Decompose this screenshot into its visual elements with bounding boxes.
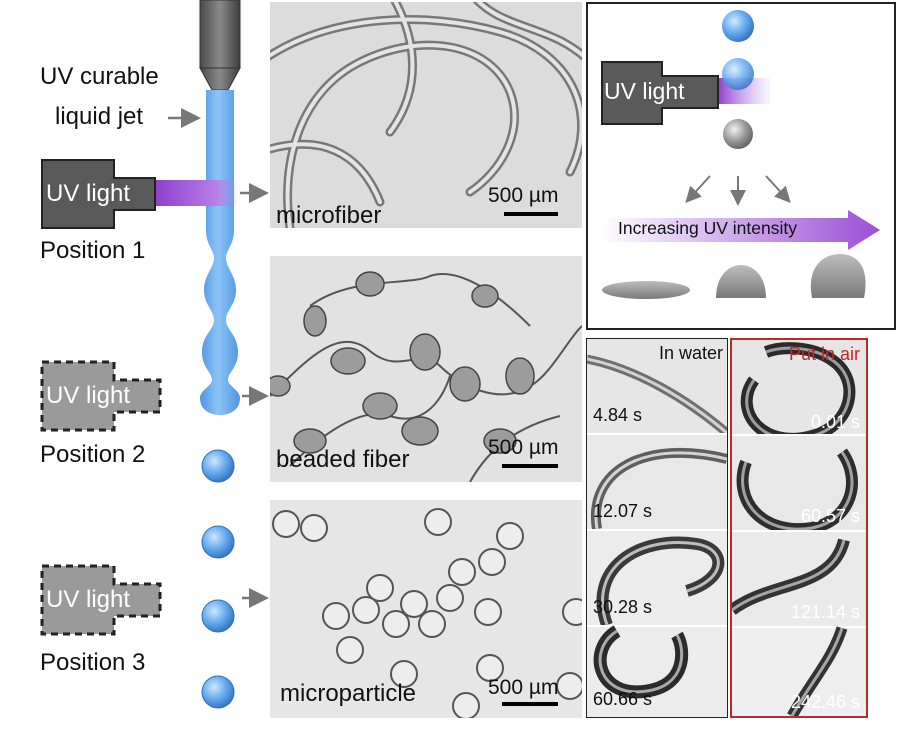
uv-beam	[155, 180, 237, 206]
microparticle-panel: microparticle 500 µm	[270, 500, 582, 718]
liquid-jet	[200, 90, 240, 415]
air-time-4: 242.46 s	[791, 692, 860, 713]
in-water-title: In water	[659, 343, 723, 364]
shape-sphere	[811, 254, 866, 298]
inset-arrow-left	[688, 176, 710, 200]
inset-arrow-right	[766, 176, 788, 200]
beaded-fiber-caption: beaded fiber	[276, 446, 409, 474]
scale-bar-microfiber	[504, 212, 558, 216]
inset-droplet-irradiated	[722, 58, 754, 90]
scale-bar-beaded	[502, 464, 558, 468]
nozzle	[200, 0, 240, 68]
jet-label-line2: liquid jet	[55, 104, 143, 130]
position-3-label: Position 3	[40, 650, 145, 676]
air-time-2: 60.57 s	[801, 506, 860, 527]
position-2-label: Position 2	[40, 442, 145, 468]
air-time-3: 121.14 s	[791, 602, 860, 623]
uv-light-label-2: UV light	[46, 382, 130, 410]
in-air-frames	[732, 340, 866, 716]
increasing-intensity-label: Increasing UV intensity	[618, 218, 797, 239]
water-time-4: 60.66 s	[593, 689, 652, 710]
inset-droplet-top	[722, 10, 754, 42]
scale-bar-particle	[502, 702, 558, 706]
scale-label-microfiber: 500 µm	[488, 184, 558, 208]
droplet	[202, 450, 234, 482]
put-in-air-timelapse: Put in air 0.01 s 60.57 s 121.14 s 242.4…	[730, 338, 868, 718]
microparticle-caption: microparticle	[280, 680, 416, 708]
uv-light-label-3: UV light	[46, 586, 130, 614]
microfiber-panel: microfiber 500 µm	[270, 2, 582, 228]
beaded-fiber-panel: beaded fiber 500 µm	[270, 256, 582, 482]
put-in-air-title: Put in air	[789, 344, 860, 365]
uv-intensity-inset: UV light Increasing UV intensity	[586, 2, 896, 330]
droplet	[202, 600, 234, 632]
position-1-label: Position 1	[40, 238, 145, 264]
air-time-1: 0.01 s	[811, 412, 860, 433]
inset-uv-light-label: UV light	[604, 78, 685, 105]
scale-label-beaded: 500 µm	[488, 436, 558, 460]
in-water-frames	[587, 339, 727, 717]
inset-drawing	[588, 4, 894, 328]
droplet	[202, 676, 234, 708]
shape-flat-disc	[602, 281, 690, 299]
nozzle-tip	[200, 68, 240, 90]
microfiber-caption: microfiber	[276, 202, 381, 228]
water-time-1: 4.84 s	[593, 405, 642, 426]
inset-droplet-cured	[723, 119, 753, 149]
jet-label-line1: UV curable	[40, 64, 159, 90]
droplet	[202, 526, 234, 558]
water-time-3: 30.28 s	[593, 597, 652, 618]
in-water-timelapse: In water 4.84 s 12.07 s 30.28 s 60.66 s	[586, 338, 728, 718]
uv-light-label-1: UV light	[46, 180, 130, 208]
water-time-2: 12.07 s	[593, 501, 652, 522]
shape-hemisphere	[716, 265, 766, 298]
scale-label-particle: 500 µm	[488, 676, 558, 700]
